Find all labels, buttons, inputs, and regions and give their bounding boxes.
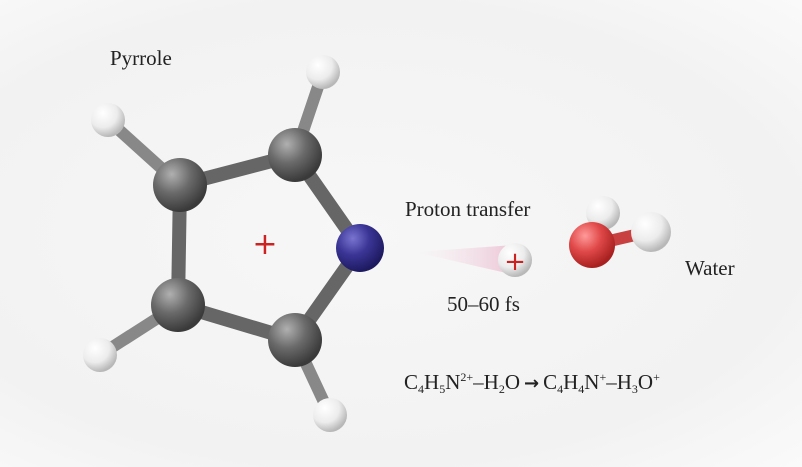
equation-segment: O <box>637 370 654 394</box>
carbon-atom <box>268 313 322 367</box>
time-label: 50–60 fs <box>447 292 520 316</box>
equation-segment: 2+ <box>460 370 474 384</box>
pyrrole-label: Pyrrole <box>110 46 172 70</box>
hydrogen-atom <box>91 103 125 137</box>
proton-charge-symbol: + <box>504 247 526 277</box>
water-hydrogen-atom <box>586 196 620 230</box>
equation-segment: 5 <box>439 382 446 396</box>
equation-segment: H <box>563 370 579 394</box>
proton-atom <box>498 243 532 277</box>
hydrogen-atom <box>313 398 347 432</box>
carbon-atom <box>153 158 207 212</box>
equation-segment: + <box>653 370 660 384</box>
carbon-atom <box>268 128 322 182</box>
equation-segment: 3 <box>631 382 638 396</box>
reaction-arrow: → <box>523 373 540 394</box>
hydrogen-atom <box>83 338 117 372</box>
oxygen-atom <box>569 222 615 268</box>
hydrogen-atom <box>306 55 340 89</box>
proton-trail <box>415 245 515 275</box>
ring-charge-symbol: + <box>252 227 277 262</box>
equation-segment: 4 <box>578 382 585 396</box>
equation-segment: 2 <box>498 382 505 396</box>
equation-segment: 4 <box>418 382 425 396</box>
equation-segment: O <box>504 370 520 394</box>
equation-segment: N <box>584 370 600 394</box>
equation-segment: –H <box>606 370 632 394</box>
equation-segment: H <box>424 370 440 394</box>
equation-segment: 4 <box>557 382 564 396</box>
equation-segment: N <box>445 370 461 394</box>
nitrogen-atom <box>336 224 384 272</box>
water-hydrogen-atom <box>631 212 671 252</box>
atoms <box>83 55 671 432</box>
equation-segment: C <box>404 370 419 394</box>
equation-segment: –H <box>473 370 499 394</box>
reaction-equation: C4H5N2+–H2O→C4H4N+–H3O+ <box>404 370 660 397</box>
water-label: Water <box>685 256 735 280</box>
carbon-atom <box>151 278 205 332</box>
proton-transfer-label: Proton transfer <box>405 197 531 221</box>
equation-segment: C <box>543 370 558 394</box>
equation-segment: + <box>599 370 607 384</box>
